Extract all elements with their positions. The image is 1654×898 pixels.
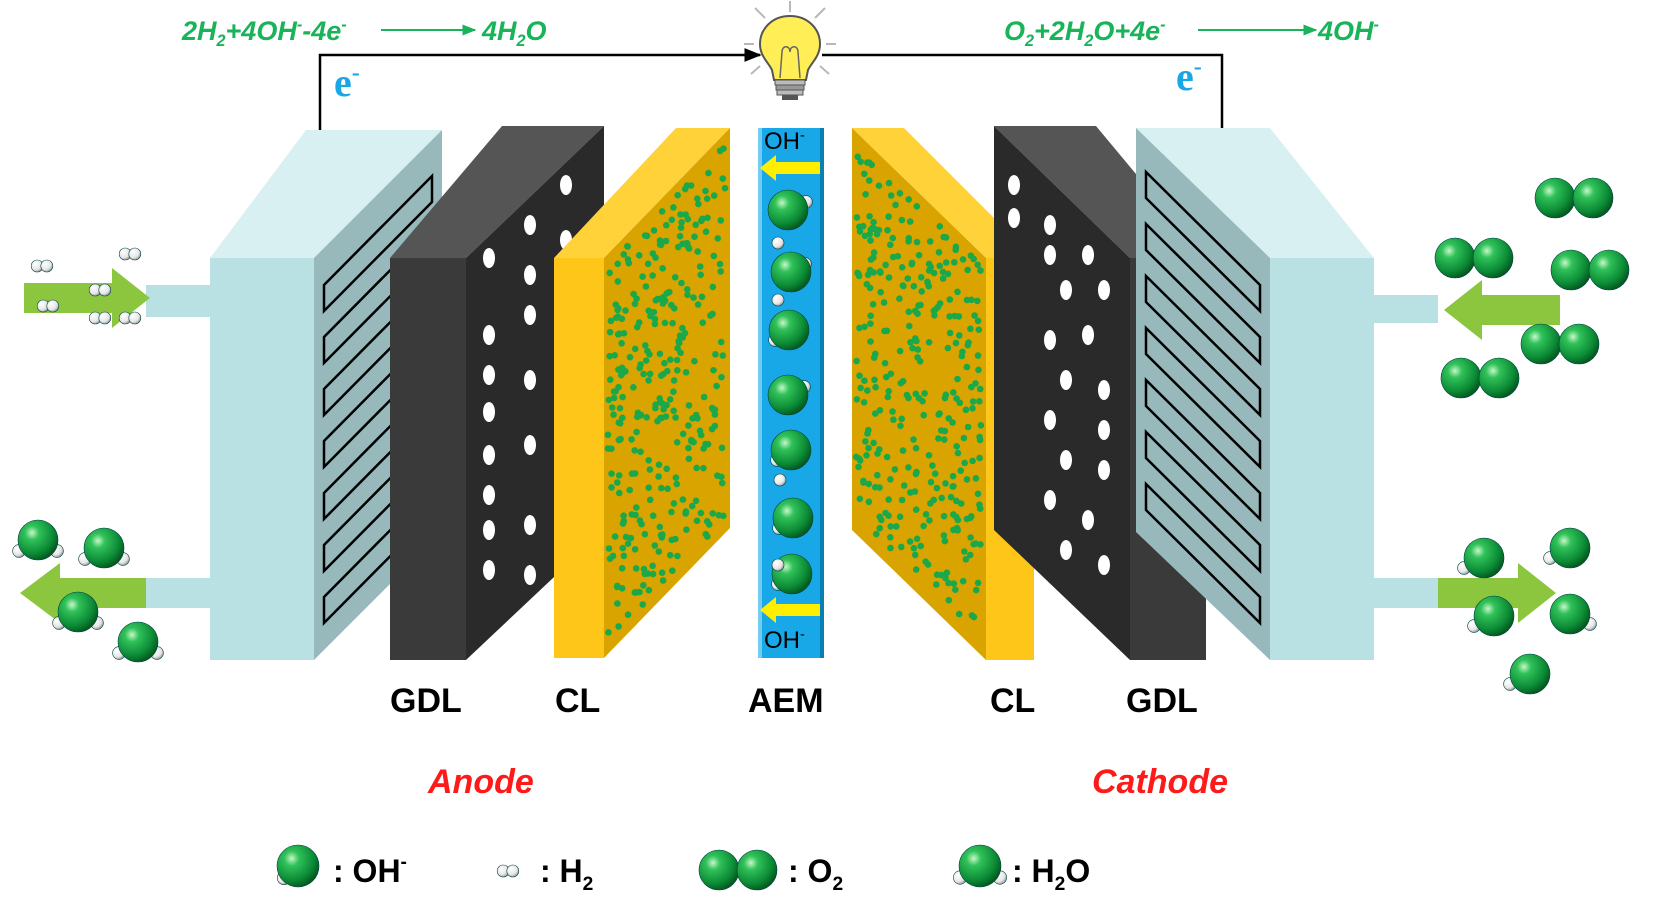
hydroxide-outlet-arrow-right <box>1438 563 1556 623</box>
anode-equation: 2H2+4OH--4e- <box>181 16 347 50</box>
anode-label: Anode <box>427 763 534 801</box>
cathode-gdl-pores <box>1008 175 1110 575</box>
water-molecules-left <box>12 519 164 663</box>
layer-label-aem: AEM <box>748 682 824 720</box>
electron-label-left: e- <box>334 60 360 105</box>
cathode-equation: O2+2H2O+4e- <box>1004 16 1166 50</box>
cathode-equation-product: 4OH- <box>1317 16 1379 46</box>
layer-label-cl-left: CL <box>555 682 600 720</box>
anode-catalyst-layer <box>554 128 730 658</box>
hydroxide-molecules-right <box>1457 527 1597 695</box>
electron-label-right: e- <box>1176 54 1202 99</box>
cathode-flow-channels <box>1144 169 1262 626</box>
hydrogen-inlet-arrow <box>24 268 150 328</box>
membrane-label-bottom: OH- <box>764 627 805 654</box>
legend-h2-icon <box>496 864 520 878</box>
legend-h2o-icon <box>953 844 1007 888</box>
lightbulb-icon <box>744 1 836 100</box>
anode-catalyst-particles <box>604 145 729 636</box>
hydrogen-molecules <box>30 247 142 325</box>
anode-equation-product: 4H2O <box>481 16 547 50</box>
legend-oh-icon <box>276 844 320 888</box>
oxygen-inlet-arrow <box>1444 280 1560 340</box>
oxygen-molecules <box>1434 177 1630 399</box>
legend-label-h2o: : H2O <box>1012 853 1090 895</box>
membrane-hydroxide-ions <box>767 189 814 595</box>
legend-label-h2: : H2 <box>540 853 593 895</box>
membrane-label-top: OH- <box>764 128 805 155</box>
membrane-arrow-top <box>760 155 820 181</box>
legend-label-oh: : OH- <box>333 852 407 889</box>
legend-o2-icon <box>698 849 778 891</box>
layer-label-gdl-right: GDL <box>1126 682 1198 720</box>
layer-label-gdl-left: GDL <box>390 682 462 720</box>
layer-label-cl-right: CL <box>990 682 1035 720</box>
cathode-catalyst-particles <box>852 153 985 621</box>
legend-label-o2: : O2 <box>788 853 843 895</box>
membrane-arrow-bottom <box>760 597 820 623</box>
cathode-label: Cathode <box>1092 763 1228 801</box>
